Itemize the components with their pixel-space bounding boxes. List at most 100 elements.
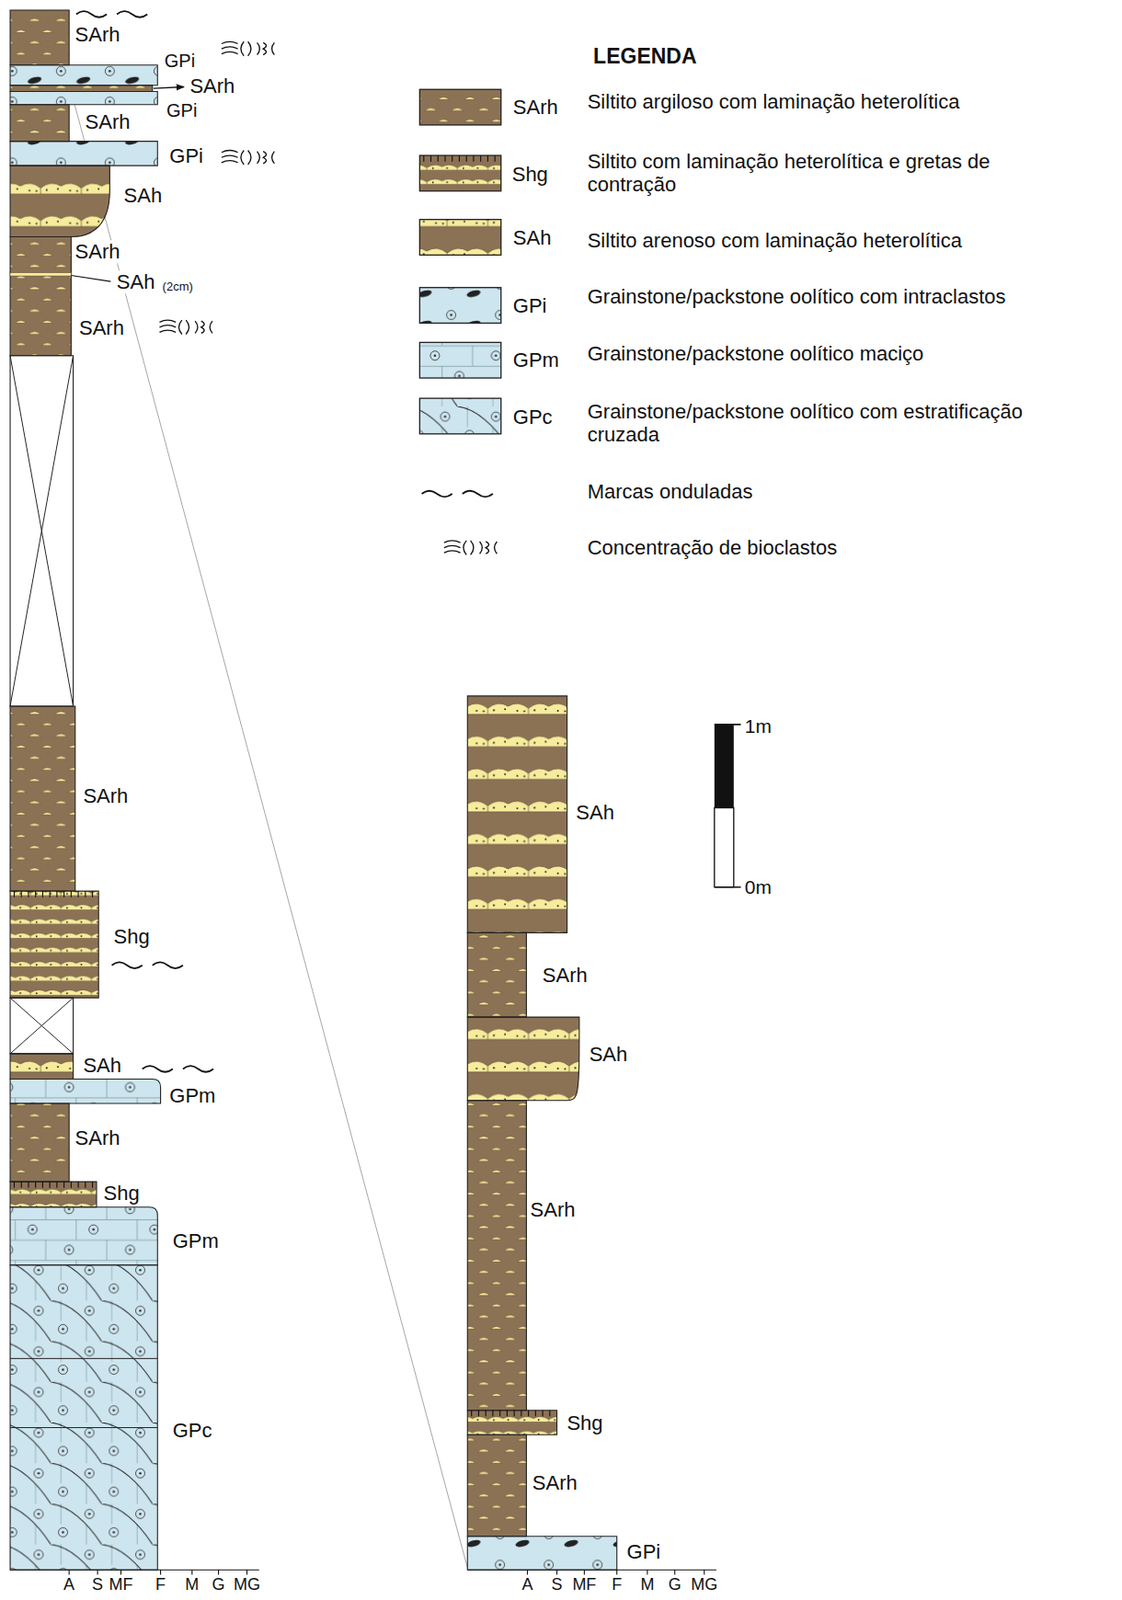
bed-outline (10, 165, 110, 237)
thin-sandy-bed (10, 273, 71, 276)
legend-text: Grainstone/packstone oolítico com intrac… (587, 285, 1007, 309)
bed-code: SAh (573, 801, 617, 825)
bed-fill (10, 891, 99, 998)
bed-outline (10, 1207, 158, 1266)
bed-outline (10, 1265, 158, 1571)
bed-outline (10, 891, 99, 998)
legend-swatch (419, 342, 501, 378)
ripple-mark-symbol (142, 1065, 214, 1073)
bed-code: SArh (530, 1472, 580, 1496)
bed-fill (10, 1265, 158, 1571)
grain-size-label: F (153, 1574, 168, 1594)
bed-code: SArh (80, 785, 130, 809)
bed-outline (10, 65, 158, 86)
bed-outline (467, 932, 527, 1018)
bed-fill (10, 997, 74, 1054)
legend-swatch-pattern (419, 342, 501, 378)
grain-size-label: S (90, 1574, 105, 1594)
bioclast-symbol (221, 150, 275, 165)
scale-bar-black (714, 724, 734, 809)
bed-outline (10, 706, 76, 892)
legend-swatches (419, 89, 501, 435)
bed-fill (10, 1103, 69, 1182)
bed-outline (467, 1410, 557, 1436)
legend-swatch-pattern (419, 89, 501, 126)
legend-code: Shg (510, 162, 550, 186)
bed-code: GPc (171, 1419, 215, 1443)
grain-size-label: G (666, 1574, 684, 1594)
bed-outline (10, 1079, 161, 1105)
legend-swatch-pattern (419, 219, 501, 256)
bed-code: SArh (73, 1126, 123, 1150)
bed-fill (10, 355, 74, 707)
bed-outline (10, 1103, 69, 1182)
legend-swatch-pattern (419, 287, 501, 324)
scale-label: 0m (743, 876, 774, 899)
legend-swatch (419, 219, 501, 256)
legend-code: GPi (511, 294, 550, 318)
bed-code: SArh (83, 110, 133, 134)
legend-text: Siltito com laminação heterolítica e gre… (587, 149, 1039, 197)
bed-code: GPi (625, 1541, 664, 1565)
legend-text: Siltito argiloso com laminação heterolít… (587, 90, 961, 114)
bed-outline (10, 1053, 74, 1080)
scale-tick (714, 724, 742, 888)
bed-code: SAh (587, 1042, 630, 1066)
grain-size-label: S (549, 1574, 565, 1594)
bed-code: Shg (564, 1411, 605, 1435)
bed-outline (467, 1536, 617, 1570)
covered-interval (10, 997, 74, 1054)
mud-cracks (471, 1410, 550, 1418)
bed-code: SArh (73, 22, 123, 46)
bed-outline (10, 236, 71, 355)
bed-outline (10, 355, 74, 707)
bed-fill (10, 706, 76, 892)
bed-fill (467, 696, 567, 933)
grain-size-label: MG (231, 1574, 263, 1594)
bed-outline (467, 1017, 580, 1101)
grain-size-label: MF (106, 1574, 135, 1594)
bed-code: SArh (187, 74, 237, 98)
ripple-mark-symbol (76, 11, 148, 18)
legend-text: Concentração de bioclastos (587, 536, 838, 560)
mud-cracks (13, 1181, 92, 1189)
grain-size-label: M (638, 1574, 656, 1594)
mud-cracks (423, 155, 495, 162)
legend-swatch-pattern (419, 398, 501, 435)
grain-size-label: A (519, 1574, 535, 1594)
grain-size-label: F (609, 1574, 624, 1594)
legend-swatch (419, 155, 501, 192)
bed-outline (10, 85, 153, 92)
legend-code: SArh (511, 95, 561, 119)
ripple-mark-symbol (422, 491, 493, 498)
bed-fill (467, 1434, 527, 1537)
bed-fill (10, 236, 71, 355)
legend-swatch (419, 89, 501, 126)
legend-text: Grainstone/packstone oolítico com estrat… (587, 399, 1039, 447)
legend-code: GPm (511, 349, 561, 373)
set-boundary (10, 1358, 158, 1428)
bed-fill (10, 141, 158, 167)
bed-fill (10, 85, 153, 92)
covered-interval (10, 355, 74, 707)
bed-outline (467, 1100, 527, 1411)
bed-code: SAh (80, 1053, 124, 1077)
ripple-mark-symbol (112, 961, 184, 969)
bed-fill (10, 10, 69, 66)
bed-fill (10, 165, 110, 237)
legend-swatch (419, 287, 501, 324)
bed-code: SAh (122, 184, 165, 208)
bioclast-symbol (159, 320, 212, 334)
bed-outline (10, 1181, 97, 1208)
grain-size-label: M (183, 1574, 201, 1594)
bed-code: SArh (77, 316, 126, 340)
leader-line (70, 274, 111, 282)
grain-size-label: MF (570, 1574, 598, 1594)
bed-fill (467, 1100, 527, 1411)
stratigraphic-columns (10, 10, 618, 1570)
thickness-note: (2cm) (160, 279, 195, 294)
legend-heading: LEGENDA (591, 44, 699, 69)
legend-text: Marcas onduladas (587, 480, 754, 504)
grain-size-label: A (61, 1574, 77, 1594)
